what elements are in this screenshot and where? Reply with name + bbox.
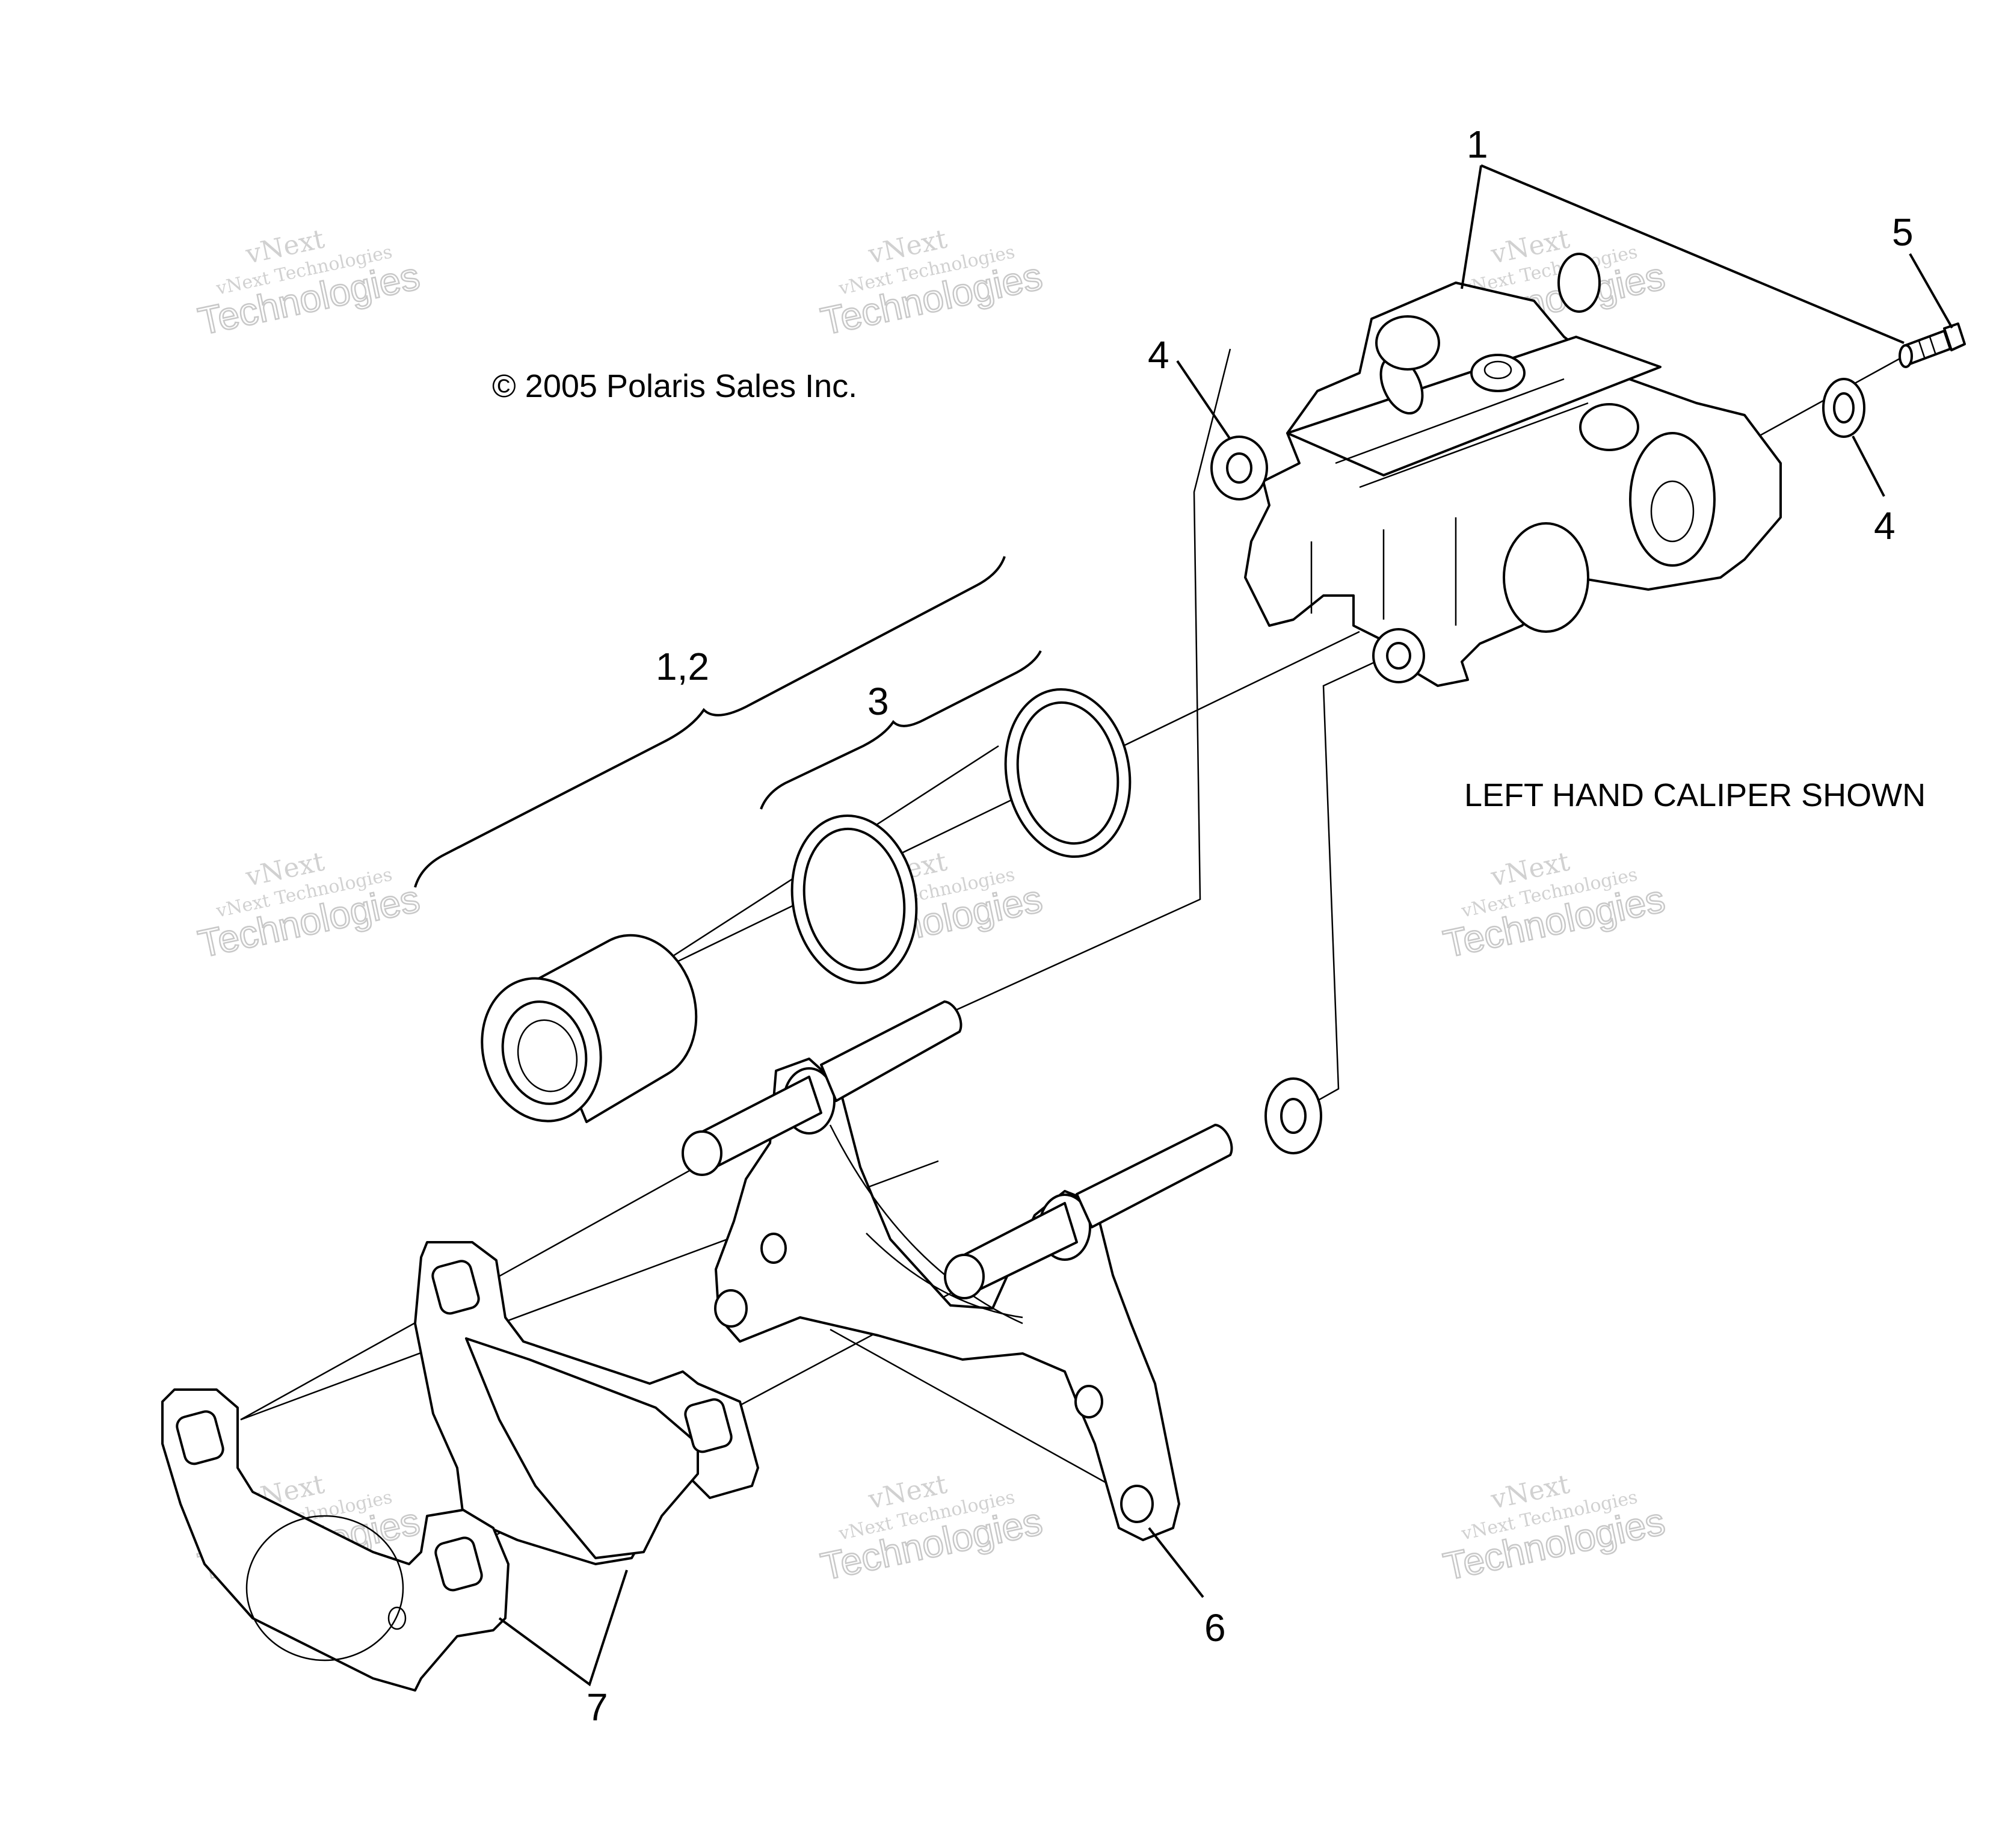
watermark-tile: vNext vNext Technologies Technologies bbox=[1439, 1469, 1669, 1589]
callout-5: 5 bbox=[1892, 211, 1914, 254]
slide-pin-upper bbox=[682, 1000, 962, 1176]
watermark-tile: vNext vNext Technologies Technologies bbox=[1439, 846, 1669, 967]
watermark-tile: vNext vNext Technologies Technologies bbox=[194, 224, 424, 344]
caliper-side-caption: LEFT HAND CALIPER SHOWN bbox=[1464, 777, 1926, 813]
callout-7: 7 bbox=[587, 1686, 608, 1729]
watermark-tile: vNext vNext Technologies Technologies bbox=[816, 1469, 1047, 1589]
piston-seal-left bbox=[790, 814, 918, 985]
leader-lines bbox=[498, 164, 1953, 1687]
callout-6: 6 bbox=[1204, 1606, 1226, 1649]
callout-3: 3 bbox=[867, 680, 889, 723]
caliper-body bbox=[1244, 253, 1782, 687]
callout-4-left: 4 bbox=[1148, 333, 1169, 377]
callout-1: 1 bbox=[1467, 123, 1488, 166]
washer-right bbox=[1822, 378, 1865, 438]
slide-pin-lower bbox=[944, 1124, 1233, 1299]
washer-lower bbox=[1264, 1077, 1322, 1154]
bleeder-screw bbox=[1899, 322, 1966, 368]
washer-mid bbox=[1372, 628, 1425, 683]
brace-1-2 bbox=[414, 556, 1006, 888]
callout-1-2: 1,2 bbox=[656, 645, 709, 688]
watermark-tile: vNext vNext Technologies Technologies bbox=[194, 846, 424, 967]
callout-4-right: 4 bbox=[1874, 504, 1896, 547]
caliper-piston bbox=[481, 934, 698, 1123]
watermark-tile: vNext vNext Technologies Technologies bbox=[816, 224, 1047, 344]
brake-pad-outer bbox=[161, 1388, 510, 1692]
brake-pad-inner bbox=[414, 1241, 759, 1565]
brace-3 bbox=[760, 650, 1042, 810]
washer-upper-left bbox=[1210, 436, 1268, 500]
copyright-text: © 2005 Polaris Sales Inc. bbox=[492, 368, 857, 404]
piston-seal-right bbox=[1004, 688, 1132, 858]
